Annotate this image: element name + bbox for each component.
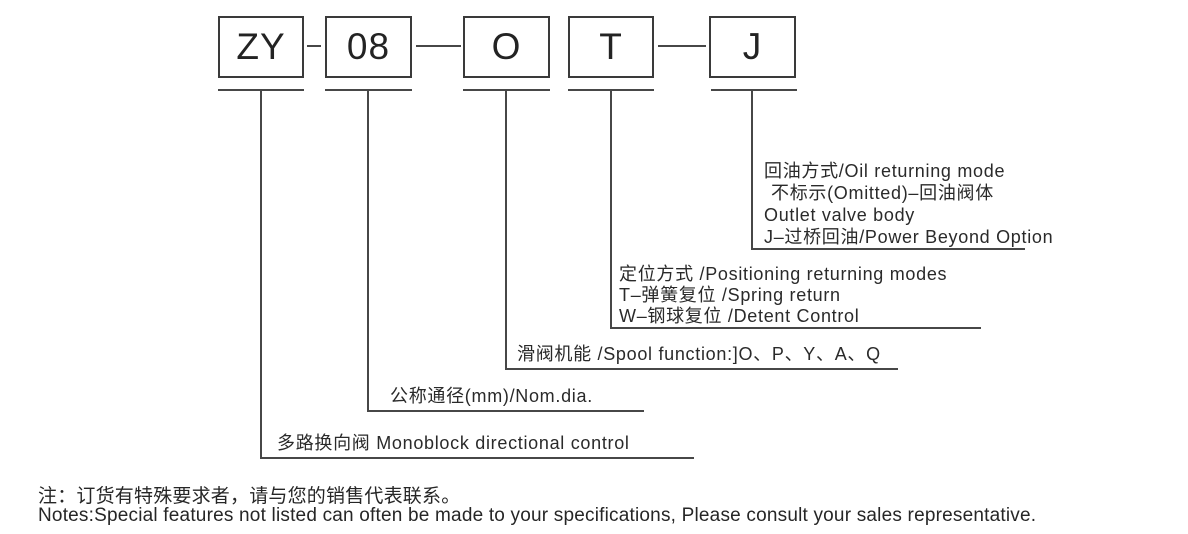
leader-line-08 [367,89,369,412]
label-underline-t [610,327,981,329]
connector-dash-t-j [658,45,706,47]
note-chinese: 注：订货有特殊要求者，请与您的销售代表联系。 [38,486,461,507]
label-line: 滑阀机能 /Spool function:]O、P、Y、A、Q [517,344,881,364]
leader-line-j [751,89,753,250]
code-box-zy: ZY [218,16,304,78]
label-underline-j [751,248,1025,250]
label-line: 公称通径(mm)/Nom.dia. [390,386,593,406]
label-line: J–过桥回油/Power Beyond Option [764,227,1054,247]
label-line: 不标示(Omitted)–回油阀体 [771,183,994,203]
label-line: 定位方式 /Positioning returning modes [619,264,948,284]
label-underline-08 [367,410,644,412]
code-box-o: O [463,16,550,78]
leader-line-zy [260,89,262,459]
label-line: 回油方式/Oil returning mode [764,161,1006,181]
code-box-08: 08 [325,16,412,78]
box-underline-j [711,89,797,91]
code-box-t: T [568,16,654,78]
code-box-j: J [709,16,796,78]
label-underline-zy [260,457,694,459]
label-line: Outlet valve body [764,205,915,225]
label-line: 多路换向阀 Monoblock directional control [277,433,630,453]
label-line: W–钢球复位 /Detent Control [619,306,860,326]
leader-line-o [505,89,507,370]
note-english: Notes:Special features not listed can of… [38,505,1037,526]
connector-dash-zy-08 [307,45,321,47]
label-underline-o [505,368,898,370]
label-monoblock-directional: 多路换向阀 Monoblock directional control [277,433,630,454]
label-line: T–弹簧复位 /Spring return [619,285,841,305]
label-positioning-modes: 定位方式 /Positioning returning modes T–弹簧复位… [619,264,947,327]
connector-dash-08-o [416,45,461,47]
leader-line-t [610,89,612,329]
label-oil-returning-mode: 回油方式/Oil returning mode 不标示(Omitted)–回油阀… [764,160,1053,248]
label-nominal-diameter: 公称通径(mm)/Nom.dia. [390,386,593,407]
label-spool-function: 滑阀机能 /Spool function:]O、P、Y、A、Q [517,344,881,365]
